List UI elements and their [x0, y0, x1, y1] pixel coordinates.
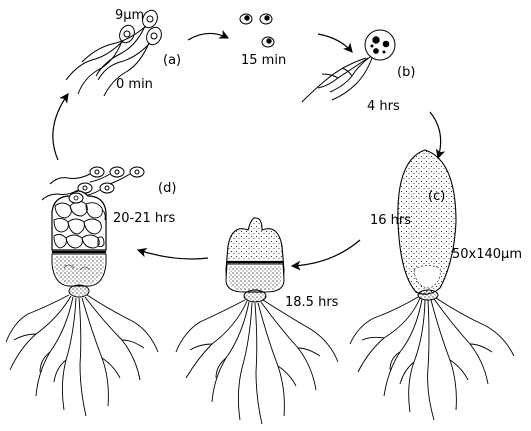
- cyst-icon: [262, 37, 274, 47]
- encysted-spores: [240, 14, 274, 47]
- released-zoospores: [42, 167, 144, 200]
- arrow-encyst-to-b: [318, 34, 352, 52]
- figure-labels: 9µm (a) 0 min 15 min (b) 4 hrs (c) 16 hr…: [113, 8, 522, 310]
- stage-c-label: (c): [428, 189, 445, 204]
- stage-d-label: (d): [158, 181, 176, 196]
- stage-a-label: (a): [163, 53, 181, 68]
- zoospore-icon: [110, 167, 144, 184]
- time-a-label: 0 min: [116, 77, 153, 92]
- cyst-icon: [260, 14, 272, 24]
- arrow-mid-to-d: [138, 250, 208, 259]
- germling-stage-b: [302, 30, 395, 102]
- rhizoids: [350, 297, 514, 420]
- time-encyst-label: 15 min: [241, 53, 286, 68]
- stage-b-label: (b): [397, 65, 415, 80]
- arrow-a-to-encyst: [188, 33, 228, 40]
- zoospore-icon: [50, 167, 104, 184]
- time-c-label: 16 hrs: [370, 213, 411, 228]
- sporangium-mid: [176, 218, 338, 424]
- rhizoids: [176, 300, 338, 424]
- time-d-label: 20-21 hrs: [113, 211, 175, 226]
- arrow-c-to-mid: [292, 240, 360, 266]
- arrow-d-to-a: [53, 94, 68, 160]
- time-b-label: 4 hrs: [367, 99, 400, 114]
- cyst-icon: [240, 14, 252, 24]
- zoospore-size-label: 9µm: [115, 8, 144, 23]
- size-c-label: 50x140µm: [452, 247, 522, 262]
- arrow-b-to-c: [430, 112, 441, 158]
- rhizoids: [6, 295, 158, 416]
- time-mid-label: 18.5 hrs: [285, 295, 339, 310]
